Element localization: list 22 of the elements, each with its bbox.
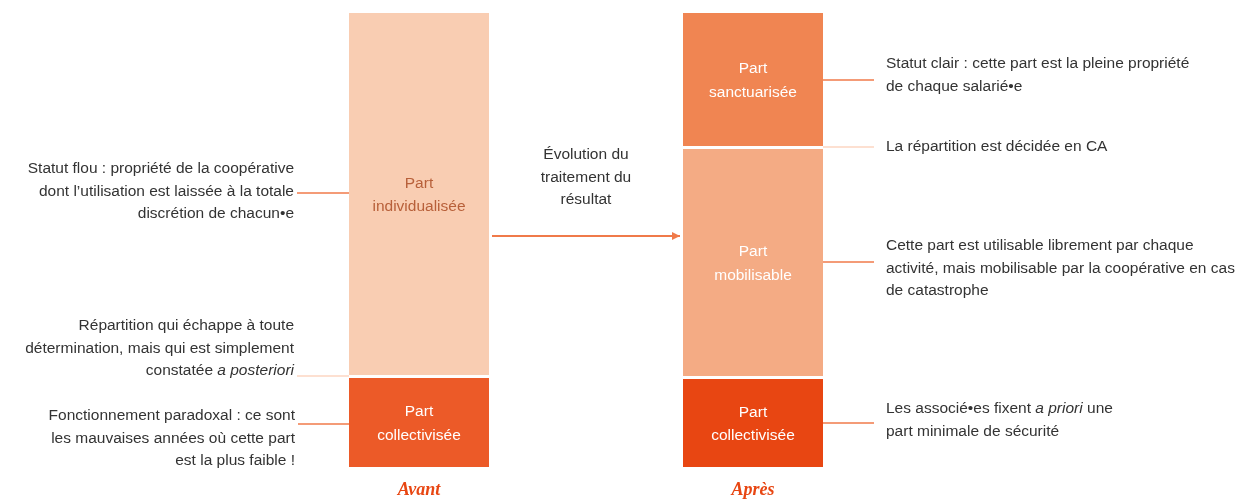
annotation-text: Répartition qui échappe à toute détermination, mais qui est simplement constatée a posteriori <box>4 314 294 382</box>
share-block: Part collectivisée <box>349 378 489 467</box>
annotation-text: Les associé•es fixent a priori une part minimale de sécurité <box>886 397 1136 442</box>
leader-line <box>822 79 875 81</box>
annotation-text: Fonctionnement paradoxal : ce sont les mauvaises années où cette part est la plus faible ! <box>30 404 295 472</box>
column-heading: Avant <box>396 479 442 500</box>
share-block: Part individualisée <box>349 13 489 375</box>
leader-line <box>296 375 350 377</box>
share-block: Part mobilisable <box>683 149 823 376</box>
column-heading: Après <box>729 479 776 500</box>
annotation-text: Statut flou : propriété de la coopérative dont l’utilisation est laissée à la totale discrétion de chacun•e <box>8 157 294 247</box>
leader-line <box>297 423 350 425</box>
share-block: Part sanctuarisée <box>683 13 823 146</box>
leader-line <box>822 146 875 148</box>
arrow <box>491 232 681 240</box>
annotation-text: La répartition est décidée en CA <box>886 135 1216 158</box>
leader-line <box>822 261 875 263</box>
leader-line <box>296 192 350 194</box>
annotation-text: Cette part est utilisable librement par chaque activité, mais mobilisable par la coopérative en cas de catastrophe <box>886 234 1246 302</box>
leader-line <box>822 422 875 424</box>
share-block: Part collectivisée <box>683 379 823 467</box>
annotation-text: Statut clair : cette part est la pleine propriété de chaque salarié•e <box>886 52 1206 97</box>
